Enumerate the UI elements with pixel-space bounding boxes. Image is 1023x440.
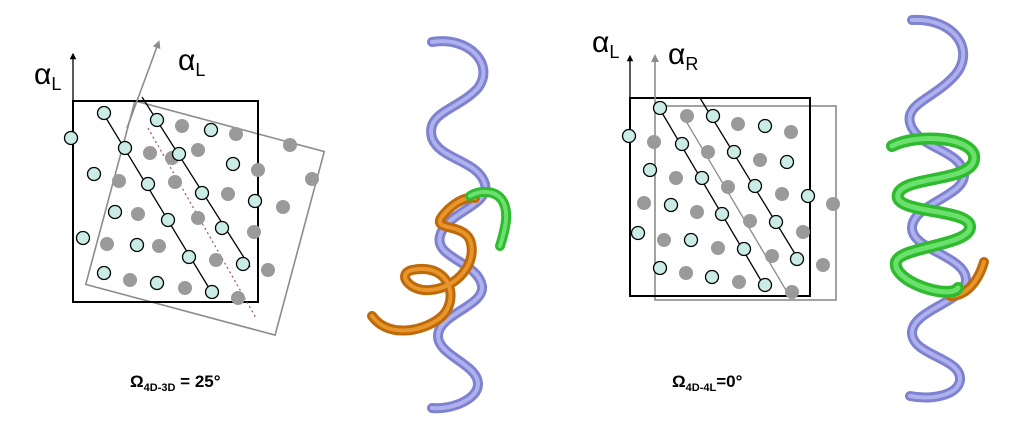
angle-label-1: Ω4D-3D = 25° [130, 372, 221, 394]
helix-model-2 [886, 14, 989, 403]
lattice-diagram-2 [621, 54, 840, 301]
diagonal-line-2b [699, 97, 801, 263]
angle-label-2: Ω4D-4L=0° [672, 372, 743, 394]
open-points-2 [621, 100, 816, 293]
tilted-frame-1 [84, 99, 326, 337]
diagonal-line-1a [102, 112, 213, 294]
lattice-diagram-1 [63, 40, 326, 337]
tilted-axis-label-1: αL [178, 44, 206, 80]
gray-points-2 [637, 109, 840, 299]
gray-points-1 [100, 119, 319, 305]
tilted-axis-arrow-1 [126, 40, 161, 129]
vertical-axis-label-2: αL [592, 26, 620, 62]
tilted-axis-label-2: αR [668, 38, 699, 74]
open-points-1 [63, 105, 263, 300]
vertical-axis-label-1: αL [34, 58, 62, 94]
gray-diagonal-2 [682, 115, 791, 298]
diagonal-line-2a [657, 105, 767, 290]
helix-model-1 [367, 36, 512, 414]
